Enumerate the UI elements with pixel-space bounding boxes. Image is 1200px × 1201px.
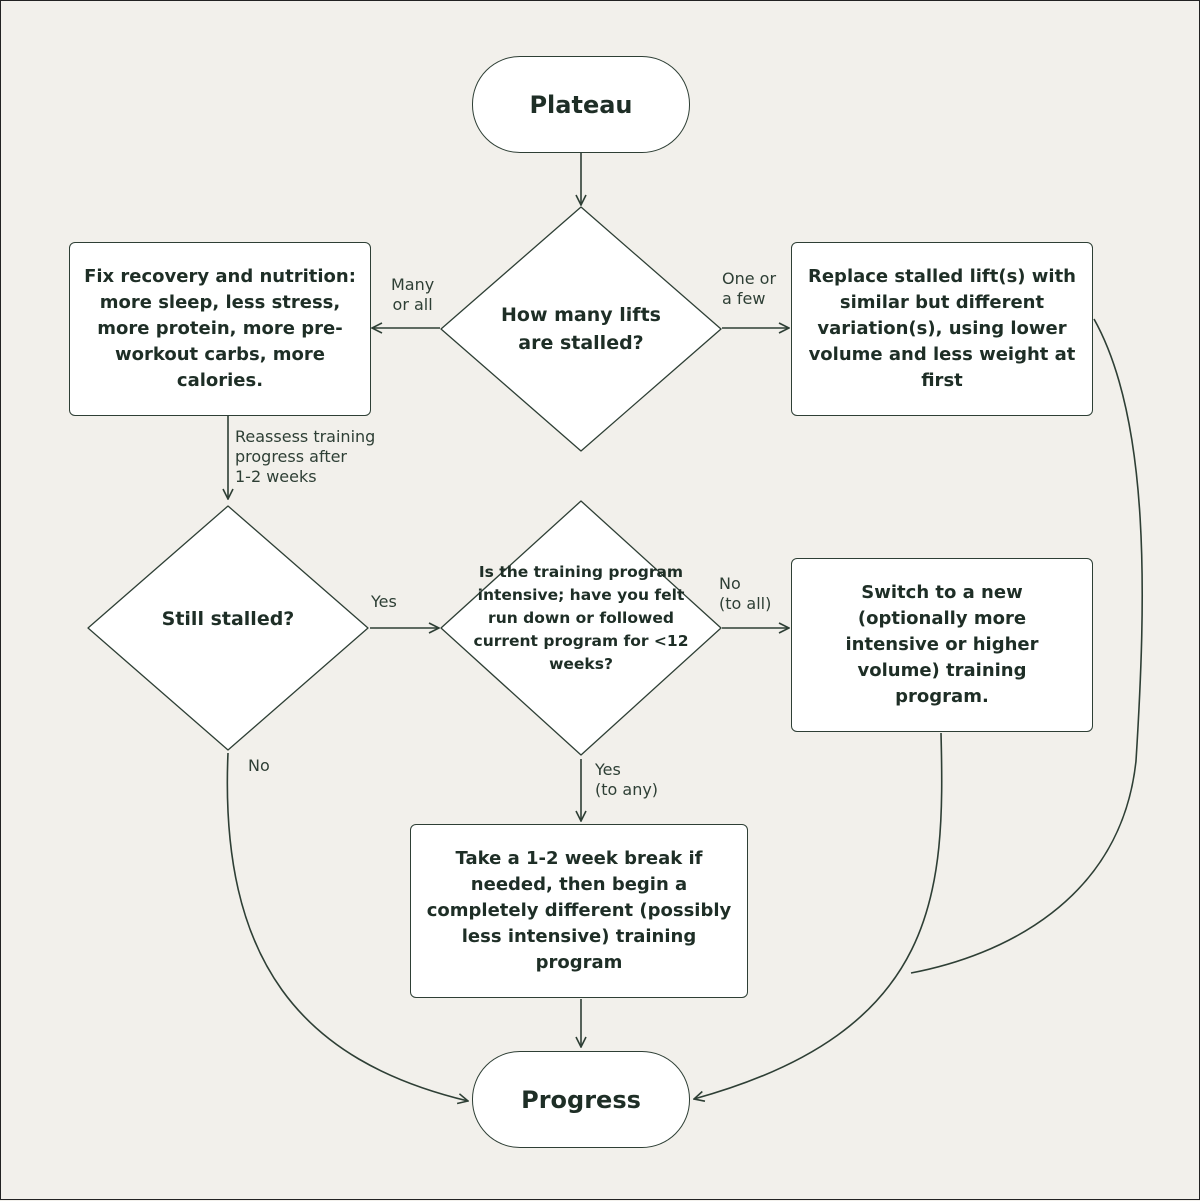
- switch-program-box: Switch to a new (optionally more intensi…: [791, 558, 1093, 732]
- progress-node: Progress: [472, 1051, 690, 1148]
- label-no: No: [248, 756, 270, 775]
- label-many-or-all: Many or all: [391, 275, 435, 314]
- edge-switch-program-to-progress: [694, 732, 943, 1099]
- edge-still-stalled-to-progress: [226, 752, 468, 1101]
- label-yes: Yes: [371, 592, 397, 611]
- decision-still-stalled-shape: [87, 505, 369, 751]
- replace-lifts-box: Replace stalled lift(s) with similar but…: [791, 242, 1093, 416]
- replace-lifts-text: Replace stalled lift(s) with similar but…: [807, 266, 1076, 391]
- plateau-label: Plateau: [529, 90, 633, 119]
- take-break-box: Take a 1-2 week break if needed, then be…: [410, 824, 748, 998]
- switch-program-text: Switch to a new (optionally more intensi…: [845, 582, 1039, 707]
- progress-label: Progress: [521, 1085, 641, 1114]
- take-break-text: Take a 1-2 week break if needed, then be…: [426, 848, 732, 973]
- decision-intensive-shape: [440, 500, 722, 756]
- label-no-to-all: No (to all): [719, 574, 772, 613]
- label-reassess: Reassess training progress after 1-2 wee…: [235, 427, 376, 486]
- plateau-node: Plateau: [472, 56, 690, 153]
- label-one-or-few: One or a few: [722, 269, 777, 308]
- still-stalled-text: Still stalled?: [161, 608, 295, 630]
- how-many-lifts-text: How many lifts are stalled?: [501, 304, 661, 354]
- fix-recovery-text: Fix recovery and nutrition: more sleep, …: [84, 266, 356, 391]
- edge-replace-lifts-to-progress: [910, 318, 1143, 974]
- intensive-question-text: Is the training program intensive; have …: [473, 562, 689, 673]
- decision-how-many-lifts-shape: [440, 206, 722, 452]
- label-yes-to-any: Yes (to any): [595, 760, 659, 799]
- fix-recovery-box: Fix recovery and nutrition: more sleep, …: [69, 242, 371, 416]
